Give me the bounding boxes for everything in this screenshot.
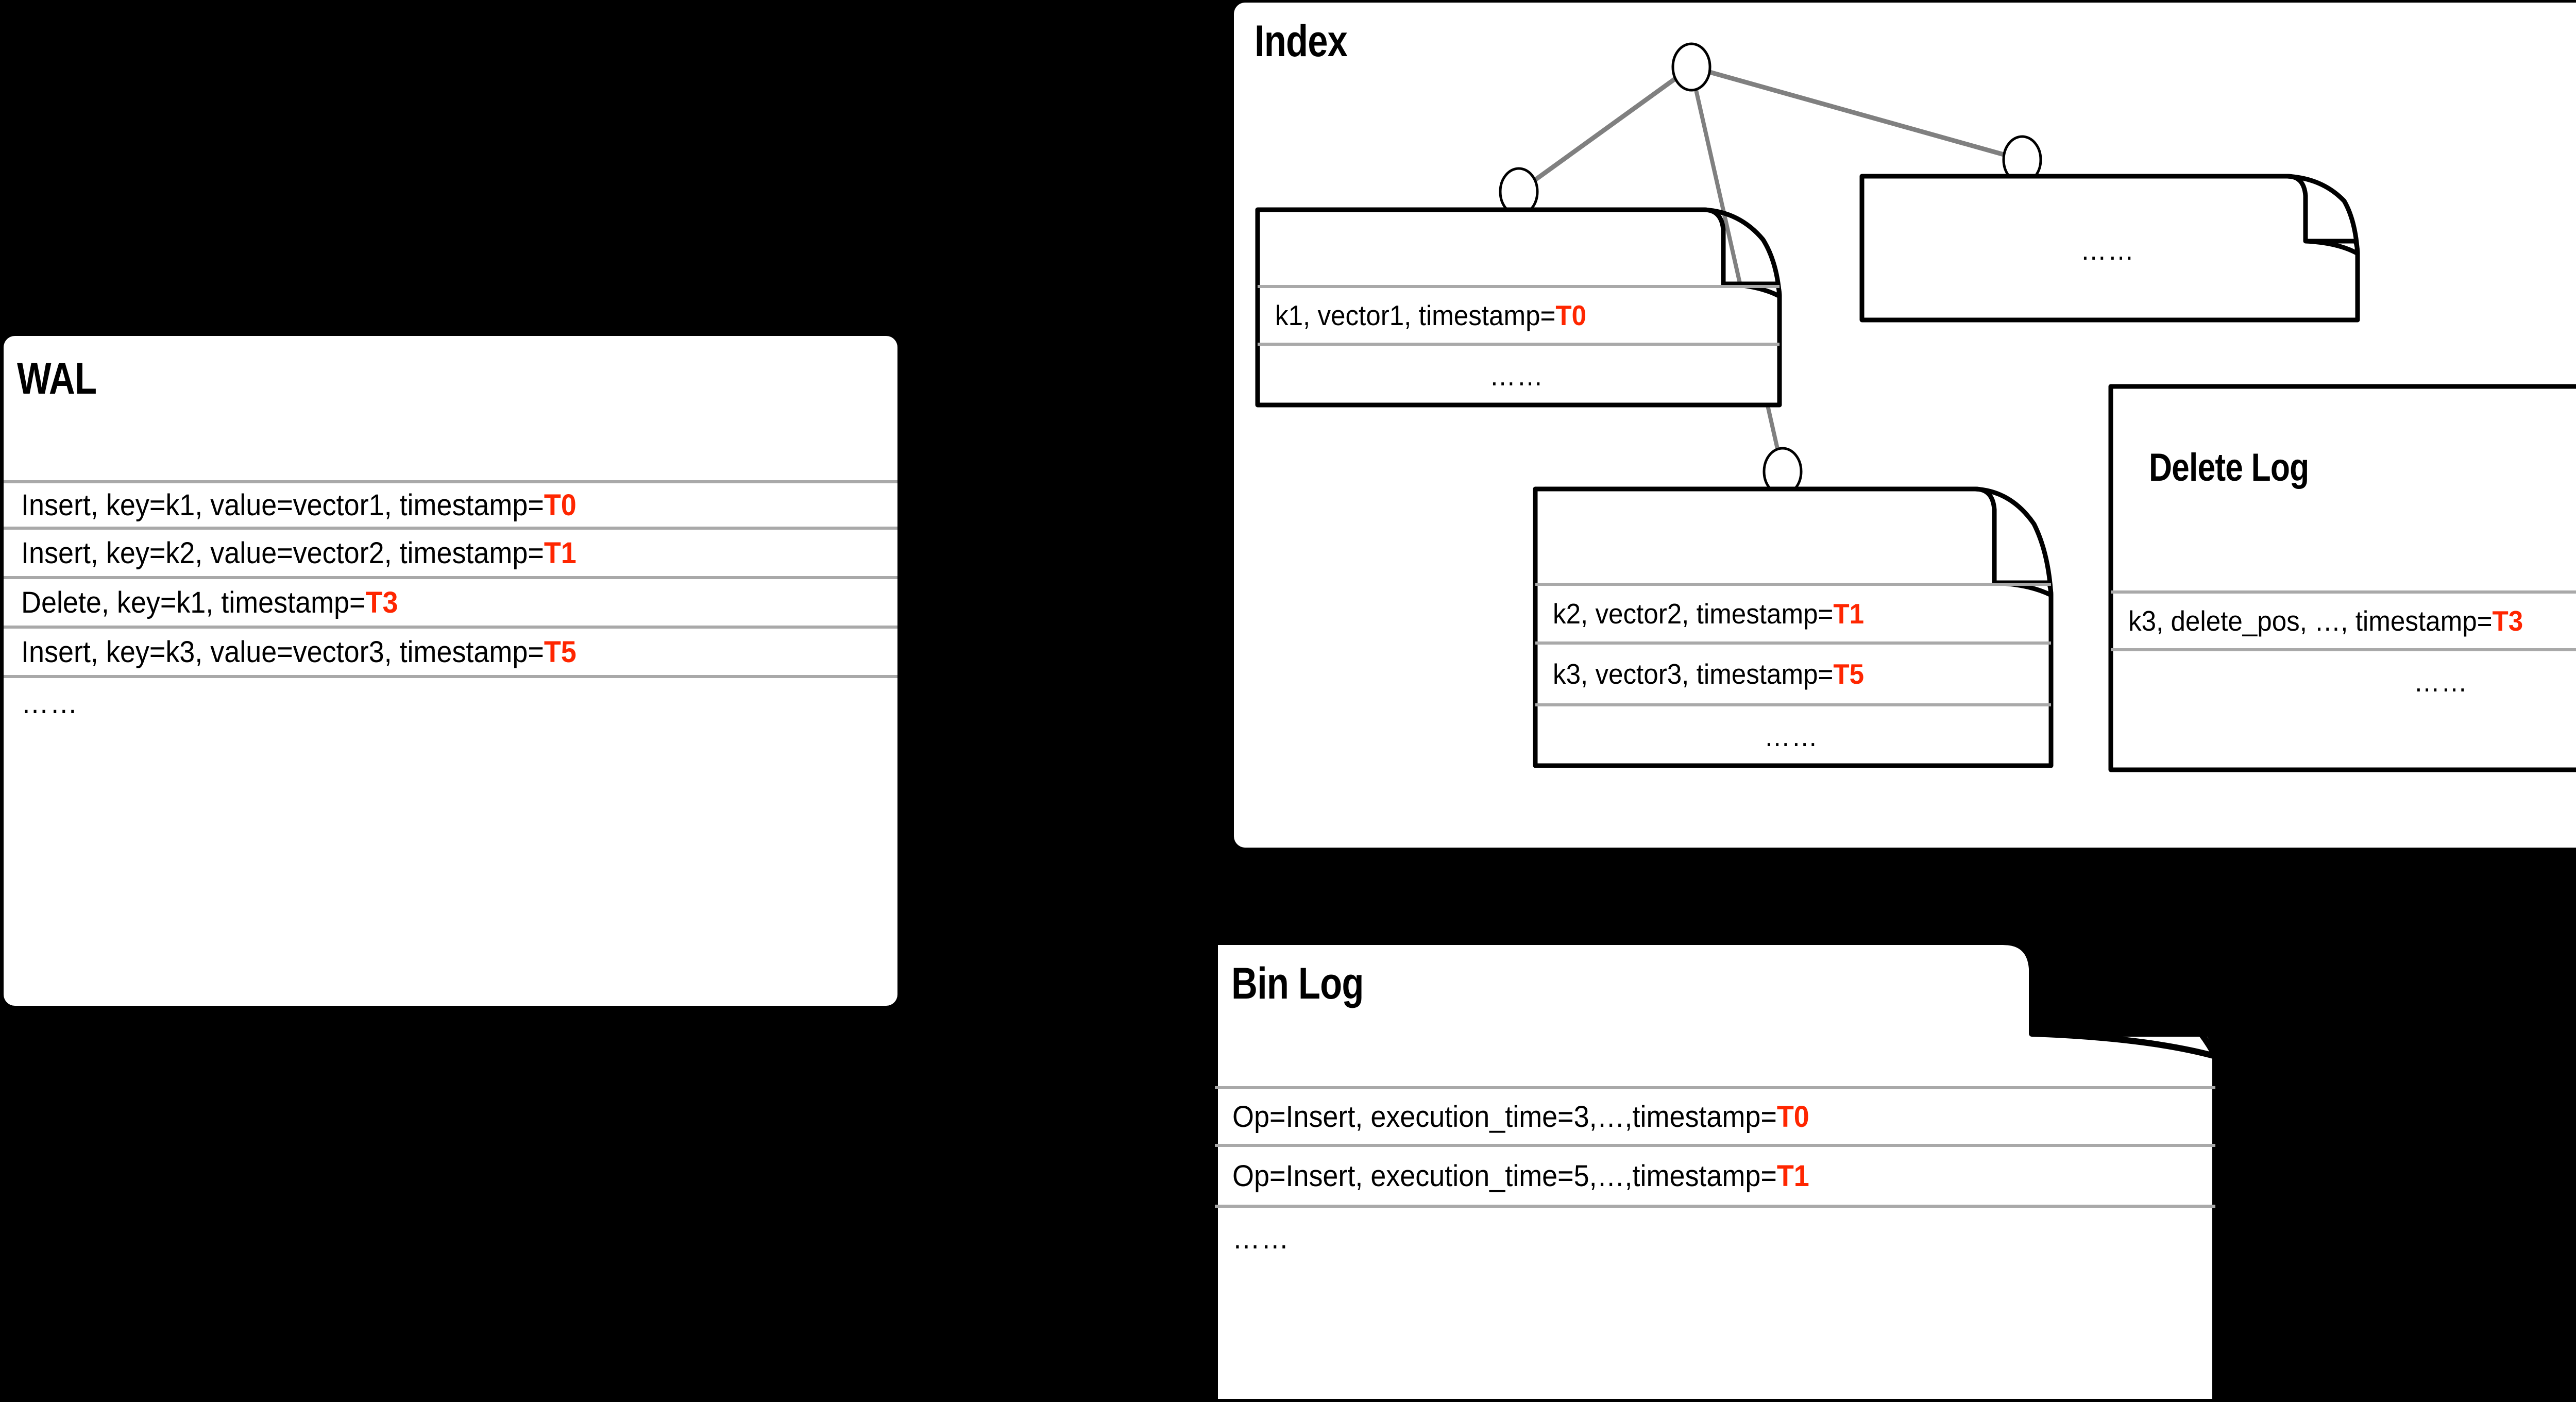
wal-row: Insert, key=k3, value=vector3, timestamp… bbox=[4, 629, 897, 678]
index-leaf-card-ellipsis: …… bbox=[1859, 174, 2360, 323]
index-card-row-text: k1, vector1, timestamp= bbox=[1275, 299, 1556, 331]
index-card-row-text: …… bbox=[1764, 720, 1819, 752]
delete-log-row: k3, delete_pos, …, timestamp=T3 bbox=[2111, 590, 2576, 651]
bin-log-row-text: …… bbox=[1232, 1221, 1290, 1255]
delete-log-row-ellipsis: …… bbox=[2111, 651, 2576, 712]
wal-title: WAL bbox=[17, 354, 97, 403]
card-shape-folded bbox=[2108, 384, 2576, 772]
delete-log-card: Delete Log k3, delete_pos, …, timestamp=… bbox=[2108, 384, 2576, 772]
wal-row-text: Insert, key=k1, value=vector1, timestamp… bbox=[21, 488, 544, 522]
bin-log-panel: Bin Log Op=Insert, execution_time=3,…,ti… bbox=[1210, 937, 2226, 1402]
wal-panel: WAL Insert, key=k1, value=vector1, times… bbox=[4, 336, 897, 1006]
index-card-row: k3, vector3, timestamp=T5 bbox=[1535, 645, 2051, 706]
wal-row-text: Delete, key=k1, timestamp= bbox=[21, 585, 366, 619]
bin-log-row-timestamp: T1 bbox=[1776, 1159, 1809, 1193]
index-card-row: k2, vector2, timestamp=T1 bbox=[1535, 583, 2051, 645]
wal-row-ellipsis: …… bbox=[4, 678, 897, 728]
card-shape-folded bbox=[1859, 174, 2360, 323]
bin-log-row-ellipsis: …… bbox=[1215, 1208, 2215, 1269]
index-card-row-ellipsis: …… bbox=[1258, 346, 1780, 405]
index-card-row: k1, vector1, timestamp=T0 bbox=[1258, 285, 1780, 346]
wal-row: Insert, key=k2, value=vector2, timestamp… bbox=[4, 530, 897, 579]
bin-log-title: Bin Log bbox=[1231, 959, 1364, 1008]
index-leaf-card-k2-k3: k2, vector2, timestamp=T1 k3, vector3, t… bbox=[1533, 486, 2054, 768]
bin-log-row-timestamp: T0 bbox=[1776, 1100, 1809, 1134]
wal-row: Insert, key=k1, value=vector1, timestamp… bbox=[4, 480, 897, 530]
delete-log-row-timestamp: T3 bbox=[2492, 605, 2523, 637]
wal-row-timestamp: T1 bbox=[544, 536, 577, 570]
index-leaf-card-k1: k1, vector1, timestamp=T0 …… bbox=[1255, 207, 1782, 408]
bin-log-row: Op=Insert, execution_time=5,…,timestamp=… bbox=[1215, 1147, 2215, 1208]
card-shape-folded bbox=[1255, 207, 1782, 408]
card-shape-folded bbox=[1212, 939, 2218, 1402]
index-card-row-timestamp: T5 bbox=[1833, 658, 1865, 690]
index-card-row-text: k3, vector3, timestamp= bbox=[1553, 658, 1834, 690]
index-card-row-ellipsis: …… bbox=[1535, 706, 2051, 766]
wal-row-timestamp: T3 bbox=[365, 585, 398, 619]
bin-log-row-text: Op=Insert, execution_time=3,…,timestamp= bbox=[1232, 1100, 1777, 1134]
wal-row: Delete, key=k1, timestamp=T3 bbox=[4, 579, 897, 629]
wal-row-text: Insert, key=k2, value=vector2, timestamp… bbox=[21, 536, 544, 570]
wal-row-timestamp: T5 bbox=[544, 635, 577, 669]
bin-log-row-text: Op=Insert, execution_time=5,…,timestamp= bbox=[1232, 1159, 1777, 1193]
wal-row-text: Insert, key=k3, value=vector3, timestamp… bbox=[21, 635, 544, 669]
wal-row-timestamp: T0 bbox=[544, 488, 577, 522]
index-card-row-timestamp: T0 bbox=[1555, 299, 1587, 331]
index-card-row-text: k2, vector2, timestamp= bbox=[1553, 598, 1834, 630]
delete-log-row-text: …… bbox=[2414, 666, 2469, 698]
index-card-row-ellipsis: …… bbox=[1862, 222, 2358, 278]
bin-log-row: Op=Insert, execution_time=3,…,timestamp=… bbox=[1215, 1086, 2215, 1147]
index-card-row-text: …… bbox=[2080, 234, 2136, 266]
index-card-row-timestamp: T1 bbox=[1833, 598, 1865, 630]
delete-log-row-text: k3, delete_pos, …, timestamp= bbox=[2128, 605, 2493, 637]
index-title: Index bbox=[1255, 16, 1348, 66]
index-card-row-text: …… bbox=[1489, 359, 1544, 392]
delete-log-title: Delete Log bbox=[2149, 446, 2309, 489]
wal-row-text: …… bbox=[21, 686, 79, 720]
